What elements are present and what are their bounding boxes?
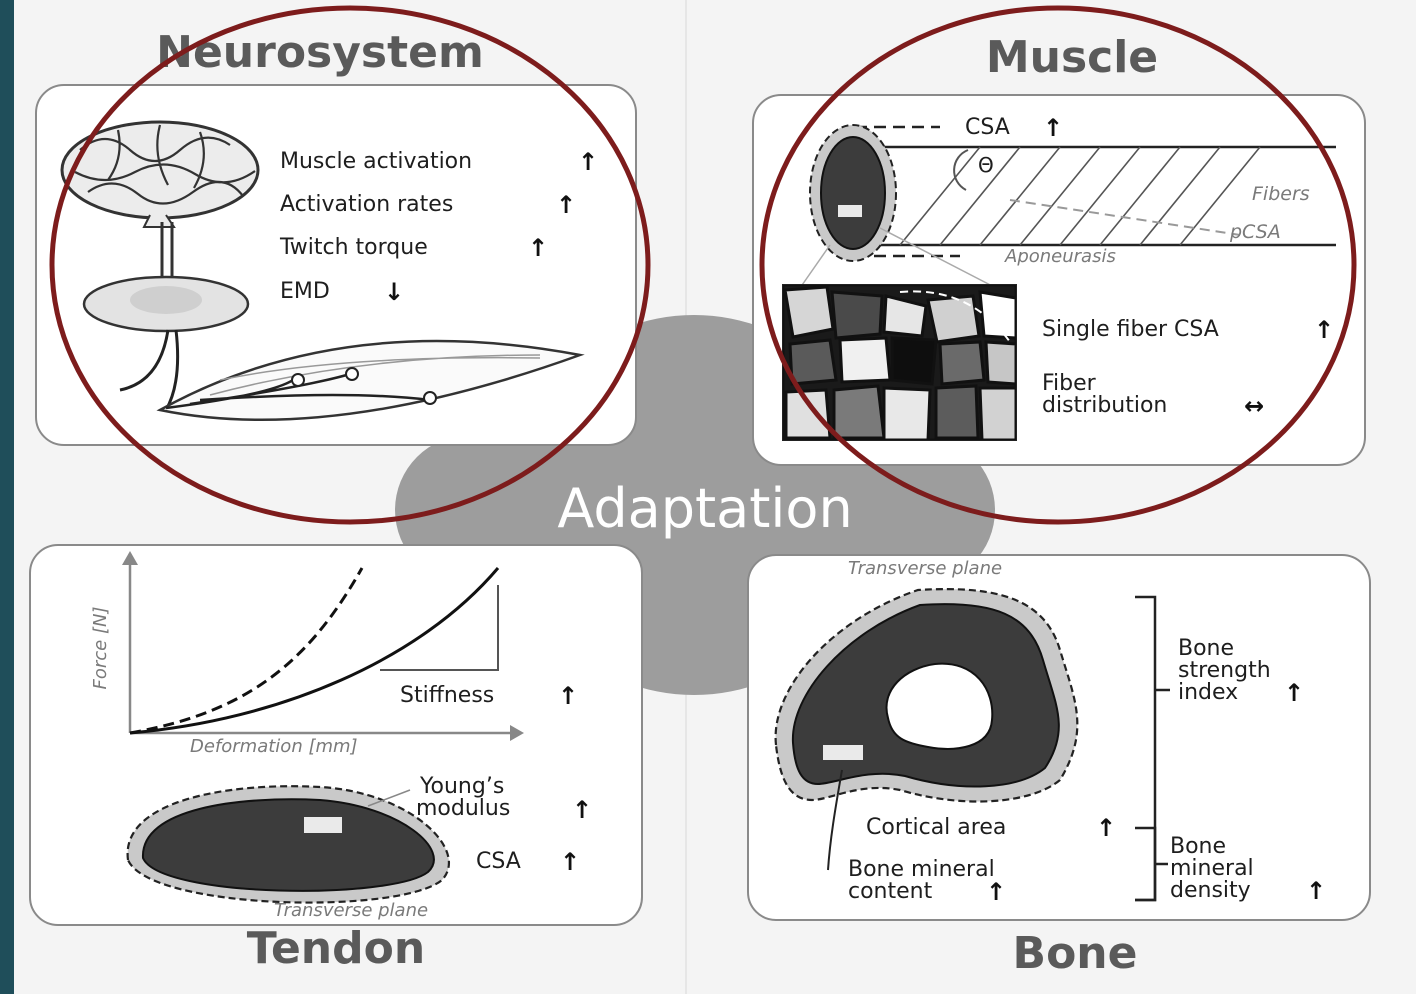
up-arrow-icon: ↑ bbox=[1284, 679, 1304, 707]
muscle-csa-label: CSA bbox=[965, 115, 1010, 140]
stiffness-label: Stiffness bbox=[400, 683, 494, 708]
bone-strength-label-line3: index bbox=[1178, 680, 1238, 705]
youngs-modulus-label-line2: modulus bbox=[416, 796, 510, 821]
down-arrow-icon: ↓ bbox=[384, 278, 404, 306]
bone-title: Bone bbox=[1013, 928, 1138, 979]
center-label: Adaptation bbox=[557, 477, 852, 540]
bone-mineral-content-label-line2: content bbox=[848, 879, 933, 904]
svg-text:Muscle activation: Muscle activation bbox=[280, 149, 472, 174]
cortical-area-label: Cortical area bbox=[866, 815, 1006, 840]
bone-mineral-density-label-line3: density bbox=[1170, 878, 1251, 903]
single-fiber-csa-label: Single fiber CSA bbox=[1042, 317, 1219, 342]
pcsa-label: pCSA bbox=[1229, 221, 1281, 243]
svg-text:EMD: EMD bbox=[280, 279, 330, 304]
bone-plane-label: Transverse plane bbox=[848, 558, 1002, 579]
up-arrow-icon: ↑ bbox=[572, 796, 592, 824]
tendon-plane-label: Transverse plane bbox=[274, 900, 428, 921]
up-arrow-icon: ↑ bbox=[1043, 114, 1063, 142]
fibers-label: Fibers bbox=[1252, 183, 1310, 205]
up-arrow-icon: ↑ bbox=[556, 191, 576, 219]
svg-text:Activation rates: Activation rates bbox=[280, 192, 453, 217]
up-arrow-icon: ↑ bbox=[560, 848, 580, 876]
up-arrow-icon: ↑ bbox=[558, 682, 578, 710]
up-arrow-icon: ↑ bbox=[986, 878, 1006, 906]
aponeurosis-label: Aponeurasis bbox=[1004, 246, 1116, 267]
both-arrow-icon: ↔ bbox=[1244, 392, 1264, 420]
tendon-csa-label: CSA bbox=[476, 849, 521, 874]
up-arrow-icon: ↑ bbox=[1314, 316, 1334, 344]
force-axis-label: Force [N] bbox=[90, 607, 111, 690]
up-arrow-icon: ↑ bbox=[1096, 814, 1116, 842]
tendon-title: Tendon bbox=[247, 923, 425, 974]
svg-text:Twitch torque: Twitch torque bbox=[279, 235, 428, 260]
up-arrow-icon: ↑ bbox=[1306, 877, 1326, 905]
muscle-title: Muscle bbox=[986, 32, 1158, 83]
up-arrow-icon: ↑ bbox=[578, 148, 598, 176]
fiber-distribution-label-line2: distribution bbox=[1042, 393, 1167, 418]
deformation-axis-label: Deformation [mm] bbox=[190, 736, 358, 757]
neurosystem-title: Neurosystem bbox=[156, 27, 484, 78]
pennation-angle-label: Θ bbox=[978, 153, 994, 177]
up-arrow-icon: ↑ bbox=[528, 234, 548, 262]
